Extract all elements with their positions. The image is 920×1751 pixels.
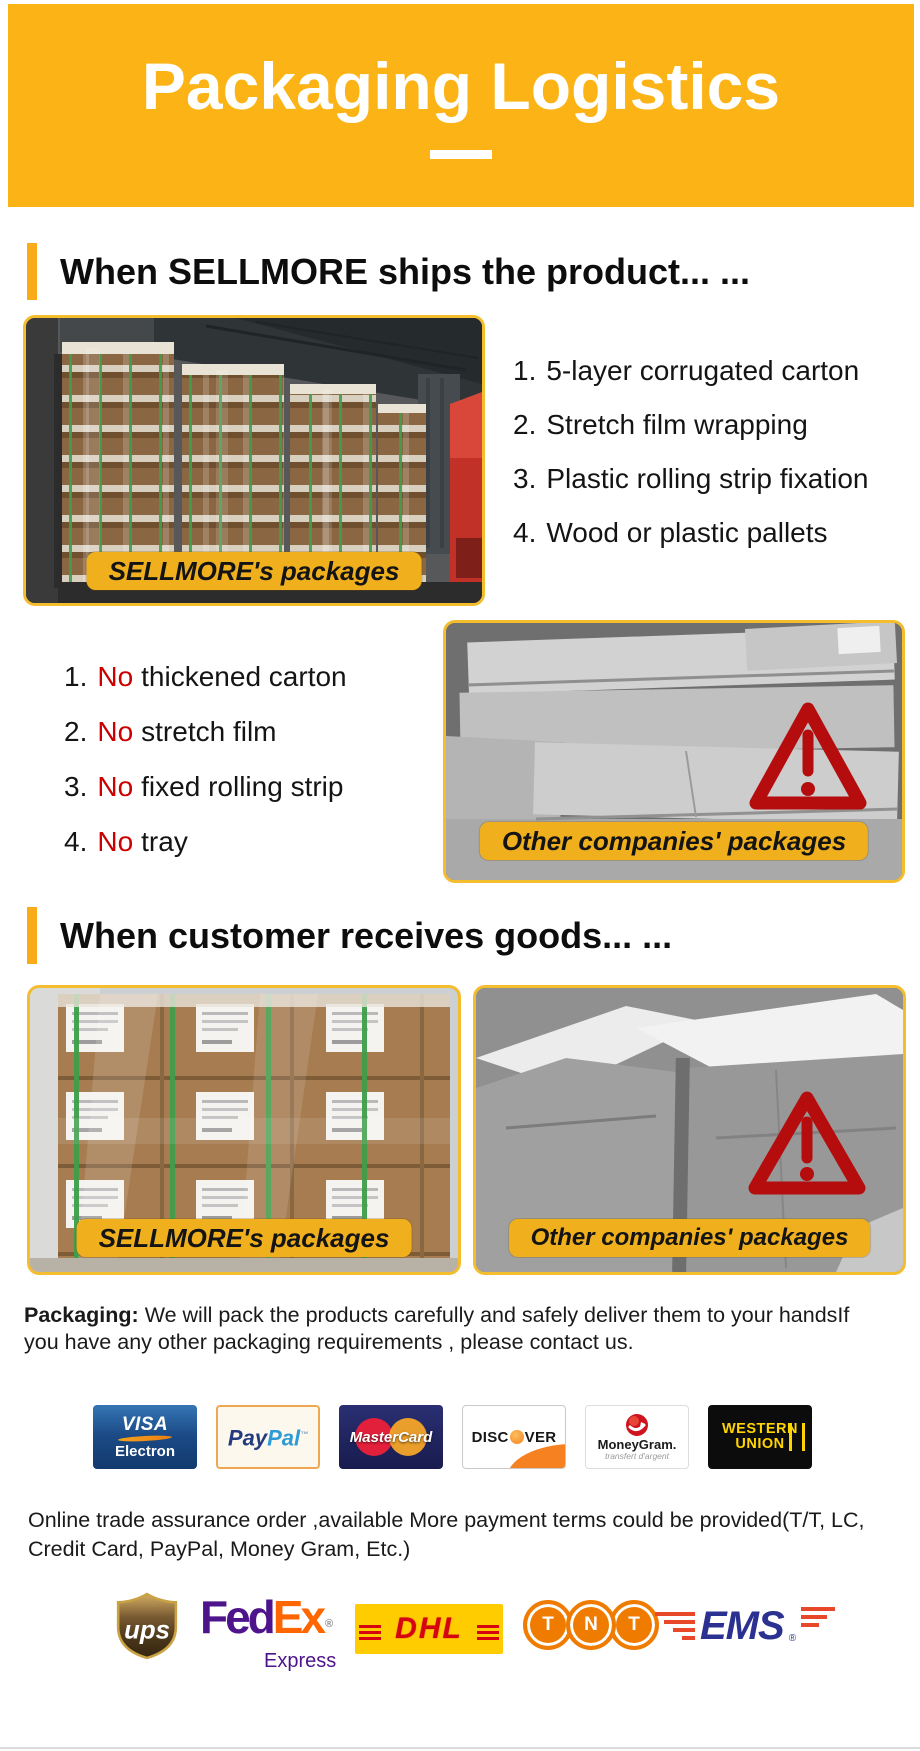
list-item: 3.Plastic rolling strip fixation bbox=[513, 463, 869, 494]
svg-text:ups: ups bbox=[124, 1616, 170, 1644]
packaging-note: Packaging: We will pack the products car… bbox=[24, 1302, 876, 1356]
section-marker-bar bbox=[27, 907, 37, 964]
label-sellmore-packages-2: SELLMORE's packages bbox=[76, 1219, 412, 1257]
list-item: 4.Wood or plastic pallets bbox=[513, 517, 828, 548]
mastercard-red-circle bbox=[355, 1418, 393, 1456]
list-item: 2.Stretch film wrapping bbox=[513, 409, 808, 440]
discover-orange-o bbox=[509, 1430, 524, 1444]
tnt-logo-icon: T N T bbox=[523, 1600, 659, 1650]
list-item: 1.5-layer corrugated carton bbox=[513, 355, 860, 386]
ups-shield: ups bbox=[116, 1592, 178, 1660]
moneygram-icon: MoneyGram. transfert d'argent bbox=[585, 1405, 689, 1469]
ship-feature-list: 1.5-layer corrugated carton 2.Stretch fi… bbox=[513, 356, 868, 572]
mastercard-orange-circle bbox=[389, 1418, 427, 1456]
dhl-logo-icon: DHL bbox=[355, 1604, 503, 1654]
packaging-note-lead: Packaging: bbox=[24, 1303, 139, 1327]
label-other-companies-1: Other companies' packages bbox=[479, 822, 869, 860]
dhl-stripes-right bbox=[477, 1625, 499, 1640]
paypal-icon: PayPal™ bbox=[216, 1405, 320, 1469]
western-union-icon: WESTERN UNION bbox=[708, 1405, 812, 1469]
ems-stripes-right bbox=[801, 1607, 836, 1627]
photo-sellmore-pallet-received: SELLMORE's packages bbox=[27, 985, 461, 1275]
payment-methods-row: VISA Electron PayPal™ MasterCard DISC VE… bbox=[93, 1405, 812, 1469]
label-other-companies-2: Other companies' packages bbox=[508, 1219, 871, 1257]
dhl-stripes-left bbox=[359, 1625, 381, 1640]
mastercard-icon: MasterCard bbox=[339, 1405, 443, 1469]
discover-icon: DISC VER bbox=[462, 1405, 566, 1469]
ups-logo-icon: ups bbox=[116, 1592, 178, 1660]
section-marker-bar bbox=[27, 243, 37, 300]
header-banner: Packaging Logistics bbox=[8, 4, 914, 207]
photo-other-companies-packages-1: Other companies' packages bbox=[443, 620, 905, 883]
photo-other-companies-packages-2: Other companies' packages bbox=[473, 985, 906, 1275]
visa-electron-icon: VISA Electron bbox=[93, 1405, 197, 1469]
packaging-note-text: We will pack the products carefully and … bbox=[24, 1303, 850, 1354]
ems-stripes-left bbox=[655, 1612, 695, 1640]
label-sellmore-packages-1: SELLMORE's packages bbox=[86, 552, 422, 590]
damaged-boxes-illustration bbox=[476, 988, 903, 1272]
bottom-divider bbox=[0, 1747, 920, 1749]
page-title: Packaging Logistics bbox=[141, 49, 781, 123]
payment-note: Online trade assurance order ,available … bbox=[28, 1508, 865, 1561]
section-title-ship: When SELLMORE ships the product... ... bbox=[60, 251, 751, 292]
western-union-bars bbox=[789, 1423, 805, 1451]
container-loading-illustration bbox=[26, 318, 482, 603]
ems-logo-icon: EMS ® bbox=[655, 1606, 836, 1646]
section-title-receive: When customer receives goods... ... bbox=[60, 915, 673, 956]
photo-sellmore-container-loading: SELLMORE's packages bbox=[23, 315, 485, 606]
fedex-logo-icon: FedEx® Express bbox=[200, 1591, 337, 1672]
title-underline bbox=[430, 150, 492, 159]
visa-swoosh bbox=[117, 1434, 173, 1442]
discover-swoosh bbox=[507, 1444, 565, 1468]
moneygram-globe bbox=[626, 1414, 648, 1436]
